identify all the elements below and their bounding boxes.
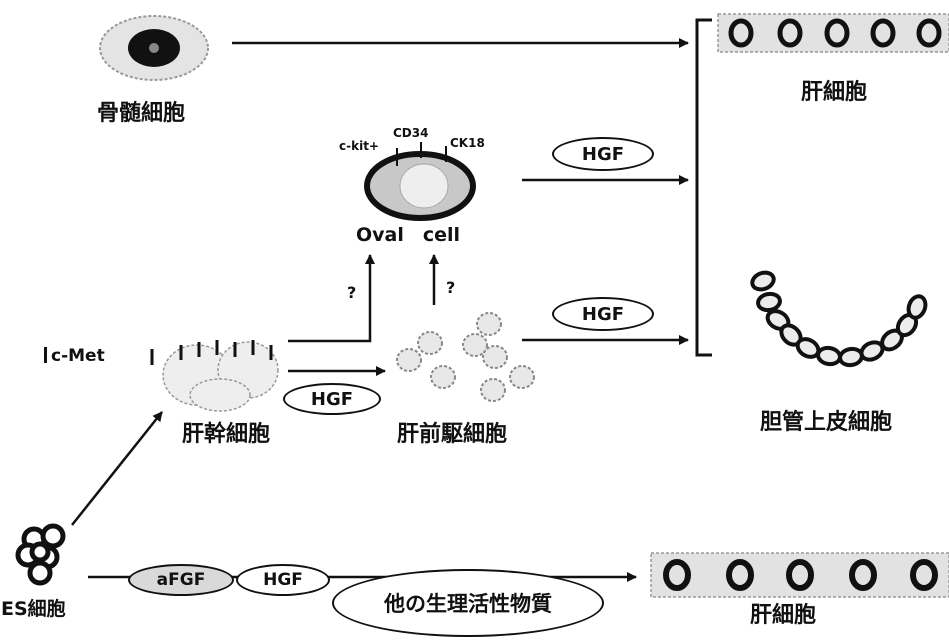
oval-cell-label: Oval cell	[356, 226, 460, 245]
hepatic-progenitor-label: 肝前駆細胞	[397, 424, 507, 446]
hgf-pill-progenitor: HGF	[552, 297, 654, 331]
hgf-pill-es: HGF	[236, 564, 330, 596]
hepatocyte-top-label: 肝細胞	[801, 82, 867, 104]
question-mark-1: ?	[347, 285, 356, 301]
question-mark-2: ?	[446, 280, 455, 296]
differentiation-bracket	[697, 20, 712, 355]
bile-duct-cells-icon	[750, 270, 928, 367]
hepatic-progenitor-cells-icon	[397, 313, 534, 401]
other-bioactive-substances-pill: 他の生理活性物質	[332, 569, 604, 637]
hgf-pill-stem: HGF	[283, 383, 381, 415]
hepatic-stem-cell-label: 肝幹細胞	[182, 424, 270, 446]
cmet-label: c-Met	[44, 347, 105, 365]
bile-duct-epithelial-label: 胆管上皮細胞	[760, 412, 892, 434]
hgf-pill-oval: HGF	[552, 137, 654, 171]
hepatocyte-strip-bottom	[651, 553, 949, 597]
arrow-es-to-stem	[72, 412, 162, 525]
arrow-stem-to-oval	[288, 255, 370, 341]
bone-marrow-cell-icon	[100, 16, 208, 80]
es-cell-cluster-icon	[18, 526, 63, 583]
marker-ck18-label: CK18	[450, 137, 485, 149]
marker-cd34-label: CD34	[393, 127, 428, 139]
marker-ckit-label: c-kit+	[339, 140, 379, 152]
hepatic-stem-cell-icon	[152, 340, 278, 411]
receptor-icon	[44, 347, 47, 363]
hepatocyte-strip-top	[718, 14, 949, 52]
es-cell-label: ES細胞	[1, 600, 66, 619]
cmet-text: c-Met	[51, 346, 105, 366]
hepatocyte-bottom-label: 肝細胞	[750, 605, 816, 627]
afgf-pill: aFGF	[128, 564, 234, 596]
oval-cell-icon	[367, 142, 473, 218]
bone-marrow-cell-label: 骨髄細胞	[97, 103, 185, 125]
